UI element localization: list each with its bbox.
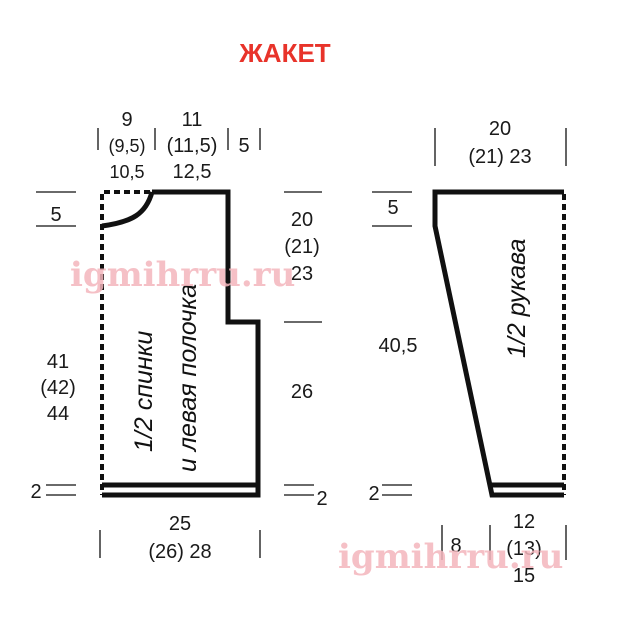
body-top-right-3: 12,5 [173,161,212,183]
body-left-hem: 2 [30,481,41,503]
body-right-lower: 26 [291,381,313,403]
body-piece-label-1: 1/2 спинки [130,331,158,452]
sleeve-bottom-width-2: (13) [506,538,542,560]
body-left-height-2: (42) [40,377,76,399]
watermark: igmihrru.ru [338,537,563,577]
watermark: igmihrru.ru [70,255,295,295]
sleeve-bottom-left: 8 [450,535,461,557]
sleeve-piece: 1/2 рукава 20 (21) 23 5 40,5 2 8 12 (13)… [368,118,567,587]
body-bottom-width-2: (26) 28 [148,541,211,563]
body-left-height-1: 41 [47,351,69,373]
sleeve-left-hem: 2 [368,483,379,505]
body-top-right-1: 11 [182,109,203,131]
sleeve-bottom-width-1: 12 [513,511,535,533]
body-bottom-width-1: 25 [169,513,191,535]
sleeve-left-height: 40,5 [379,335,418,357]
body-top-left-2: (9,5) [108,136,145,156]
body-right-hem: 2 [316,488,327,510]
body-right-upper-2: (21) [284,236,320,258]
body-piece: 1/2 спинки и левая полочка 9 (9,5) 10,5 … [30,109,327,563]
body-top-left-3: 10,5 [109,162,144,182]
body-piece-label-2: и левая полочка [174,284,202,472]
sleeve-top-width-2: (21) 23 [468,146,531,168]
sleeve-bottom-width-3: 15 [513,565,535,587]
body-neck-curve [101,191,155,229]
body-top-edge: 5 [238,135,249,157]
body-neck-depth: 5 [50,204,61,226]
body-left-height-3: 44 [47,403,69,425]
body-right-upper-1: 20 [291,209,313,231]
sleeve-outline [432,189,564,498]
sleeve-top-width-1: 20 [489,118,511,140]
body-top-right-2: (11,5) [167,135,218,157]
sleeve-left-top: 5 [387,197,398,219]
pattern-title: ЖАКЕТ [238,38,330,68]
body-right-upper-3: 23 [291,263,313,285]
body-outline [102,189,261,498]
body-top-left-1: 9 [121,109,132,131]
sleeve-piece-label: 1/2 рукава [503,239,531,358]
